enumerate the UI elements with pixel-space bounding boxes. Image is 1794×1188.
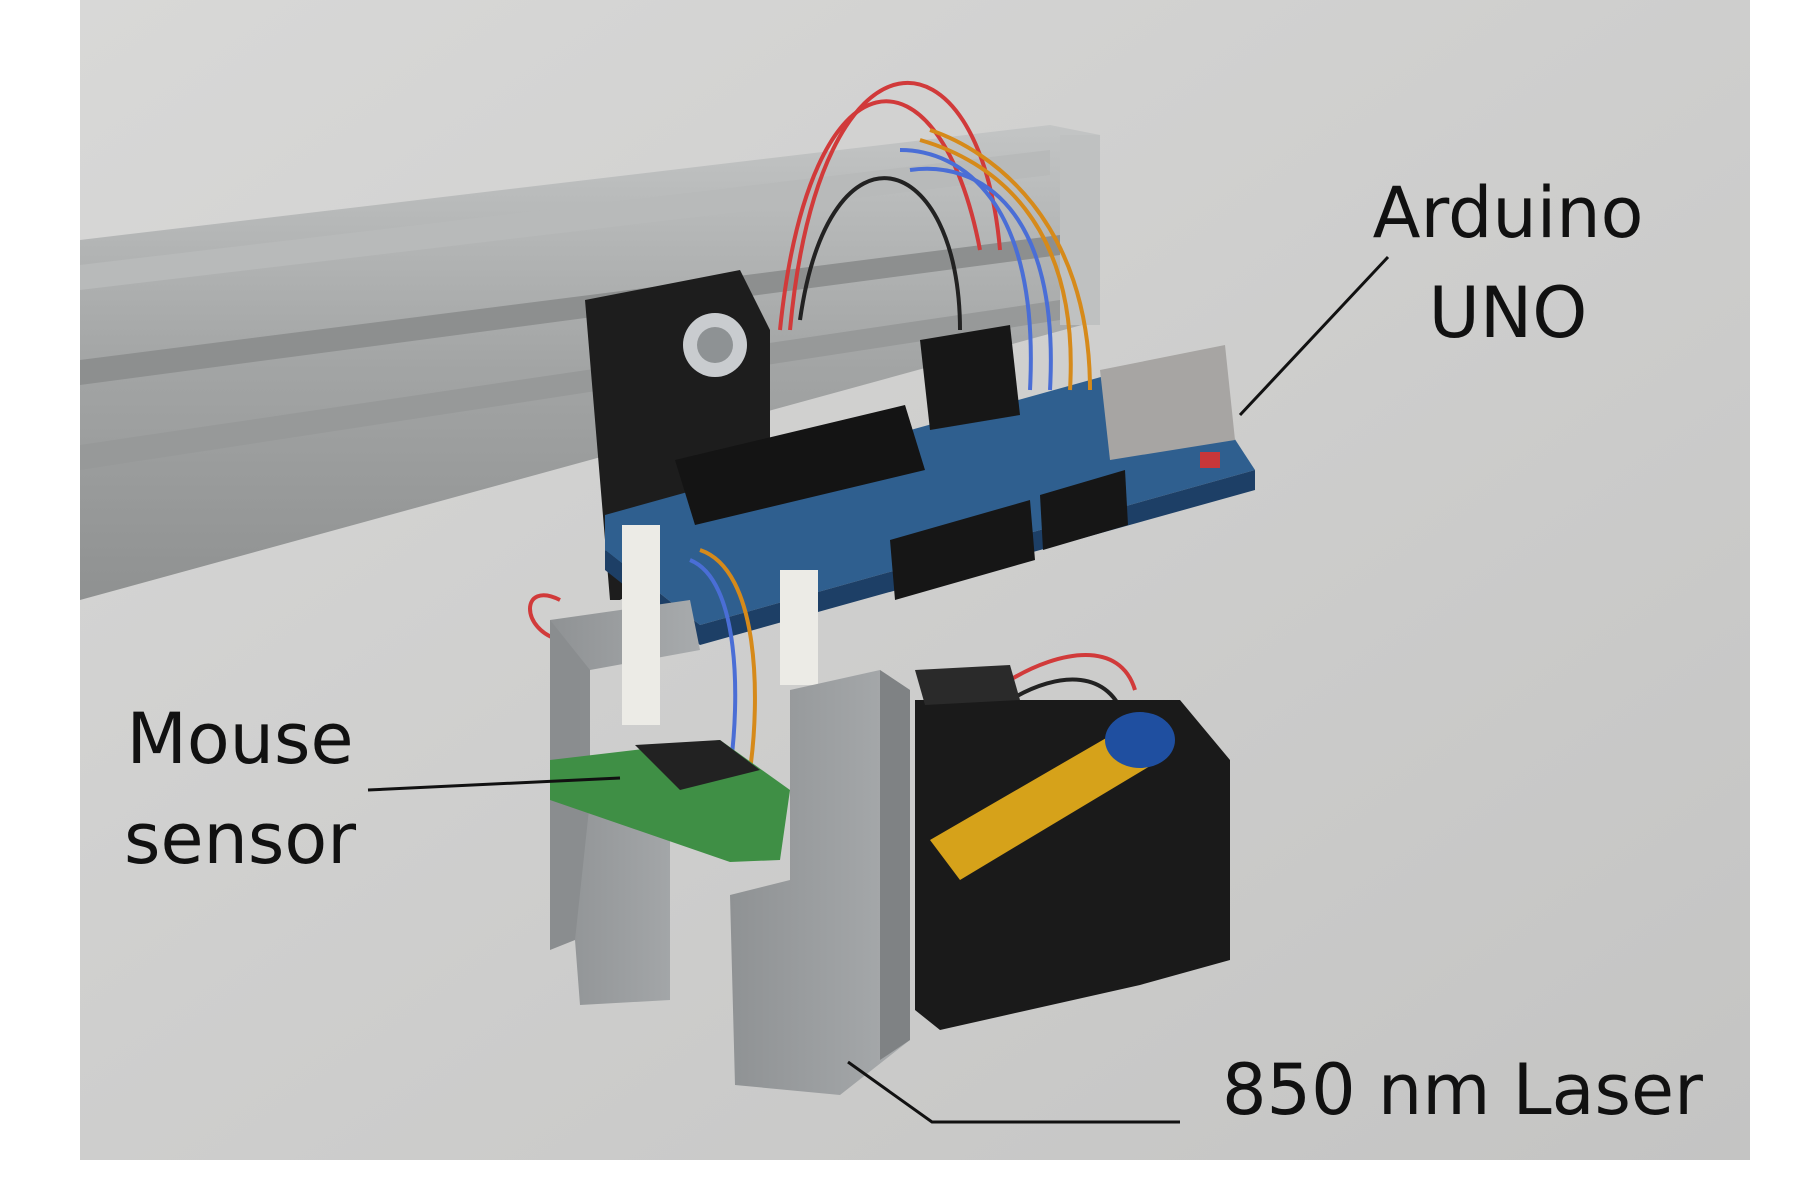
jumper-wires bbox=[528, 81, 1137, 771]
callout-leader-lines bbox=[367, 255, 1390, 1124]
aluminium-rail bbox=[80, 125, 1100, 600]
label-mouse-line-1: Mouse bbox=[126, 698, 354, 780]
mouse-sensor-board bbox=[550, 740, 790, 862]
spacer-left bbox=[622, 525, 660, 725]
label-arduino-line-1: Arduino bbox=[1372, 172, 1644, 254]
printed-holder-right bbox=[730, 670, 910, 1095]
label-arduino-uno: Arduino UNO bbox=[1348, 163, 1668, 363]
spacer-right bbox=[780, 570, 818, 685]
label-laser-line-1: 850 nm Laser bbox=[1222, 1049, 1703, 1131]
label-arduino-line-2: UNO bbox=[1428, 272, 1588, 354]
label-mouse-line-2: sensor bbox=[124, 798, 356, 880]
label-laser: 850 nm Laser bbox=[1222, 1040, 1732, 1140]
label-mouse-sensor: Mouse sensor bbox=[100, 689, 380, 889]
arduino-board bbox=[605, 325, 1255, 645]
laser-battery-box bbox=[915, 665, 1230, 1030]
